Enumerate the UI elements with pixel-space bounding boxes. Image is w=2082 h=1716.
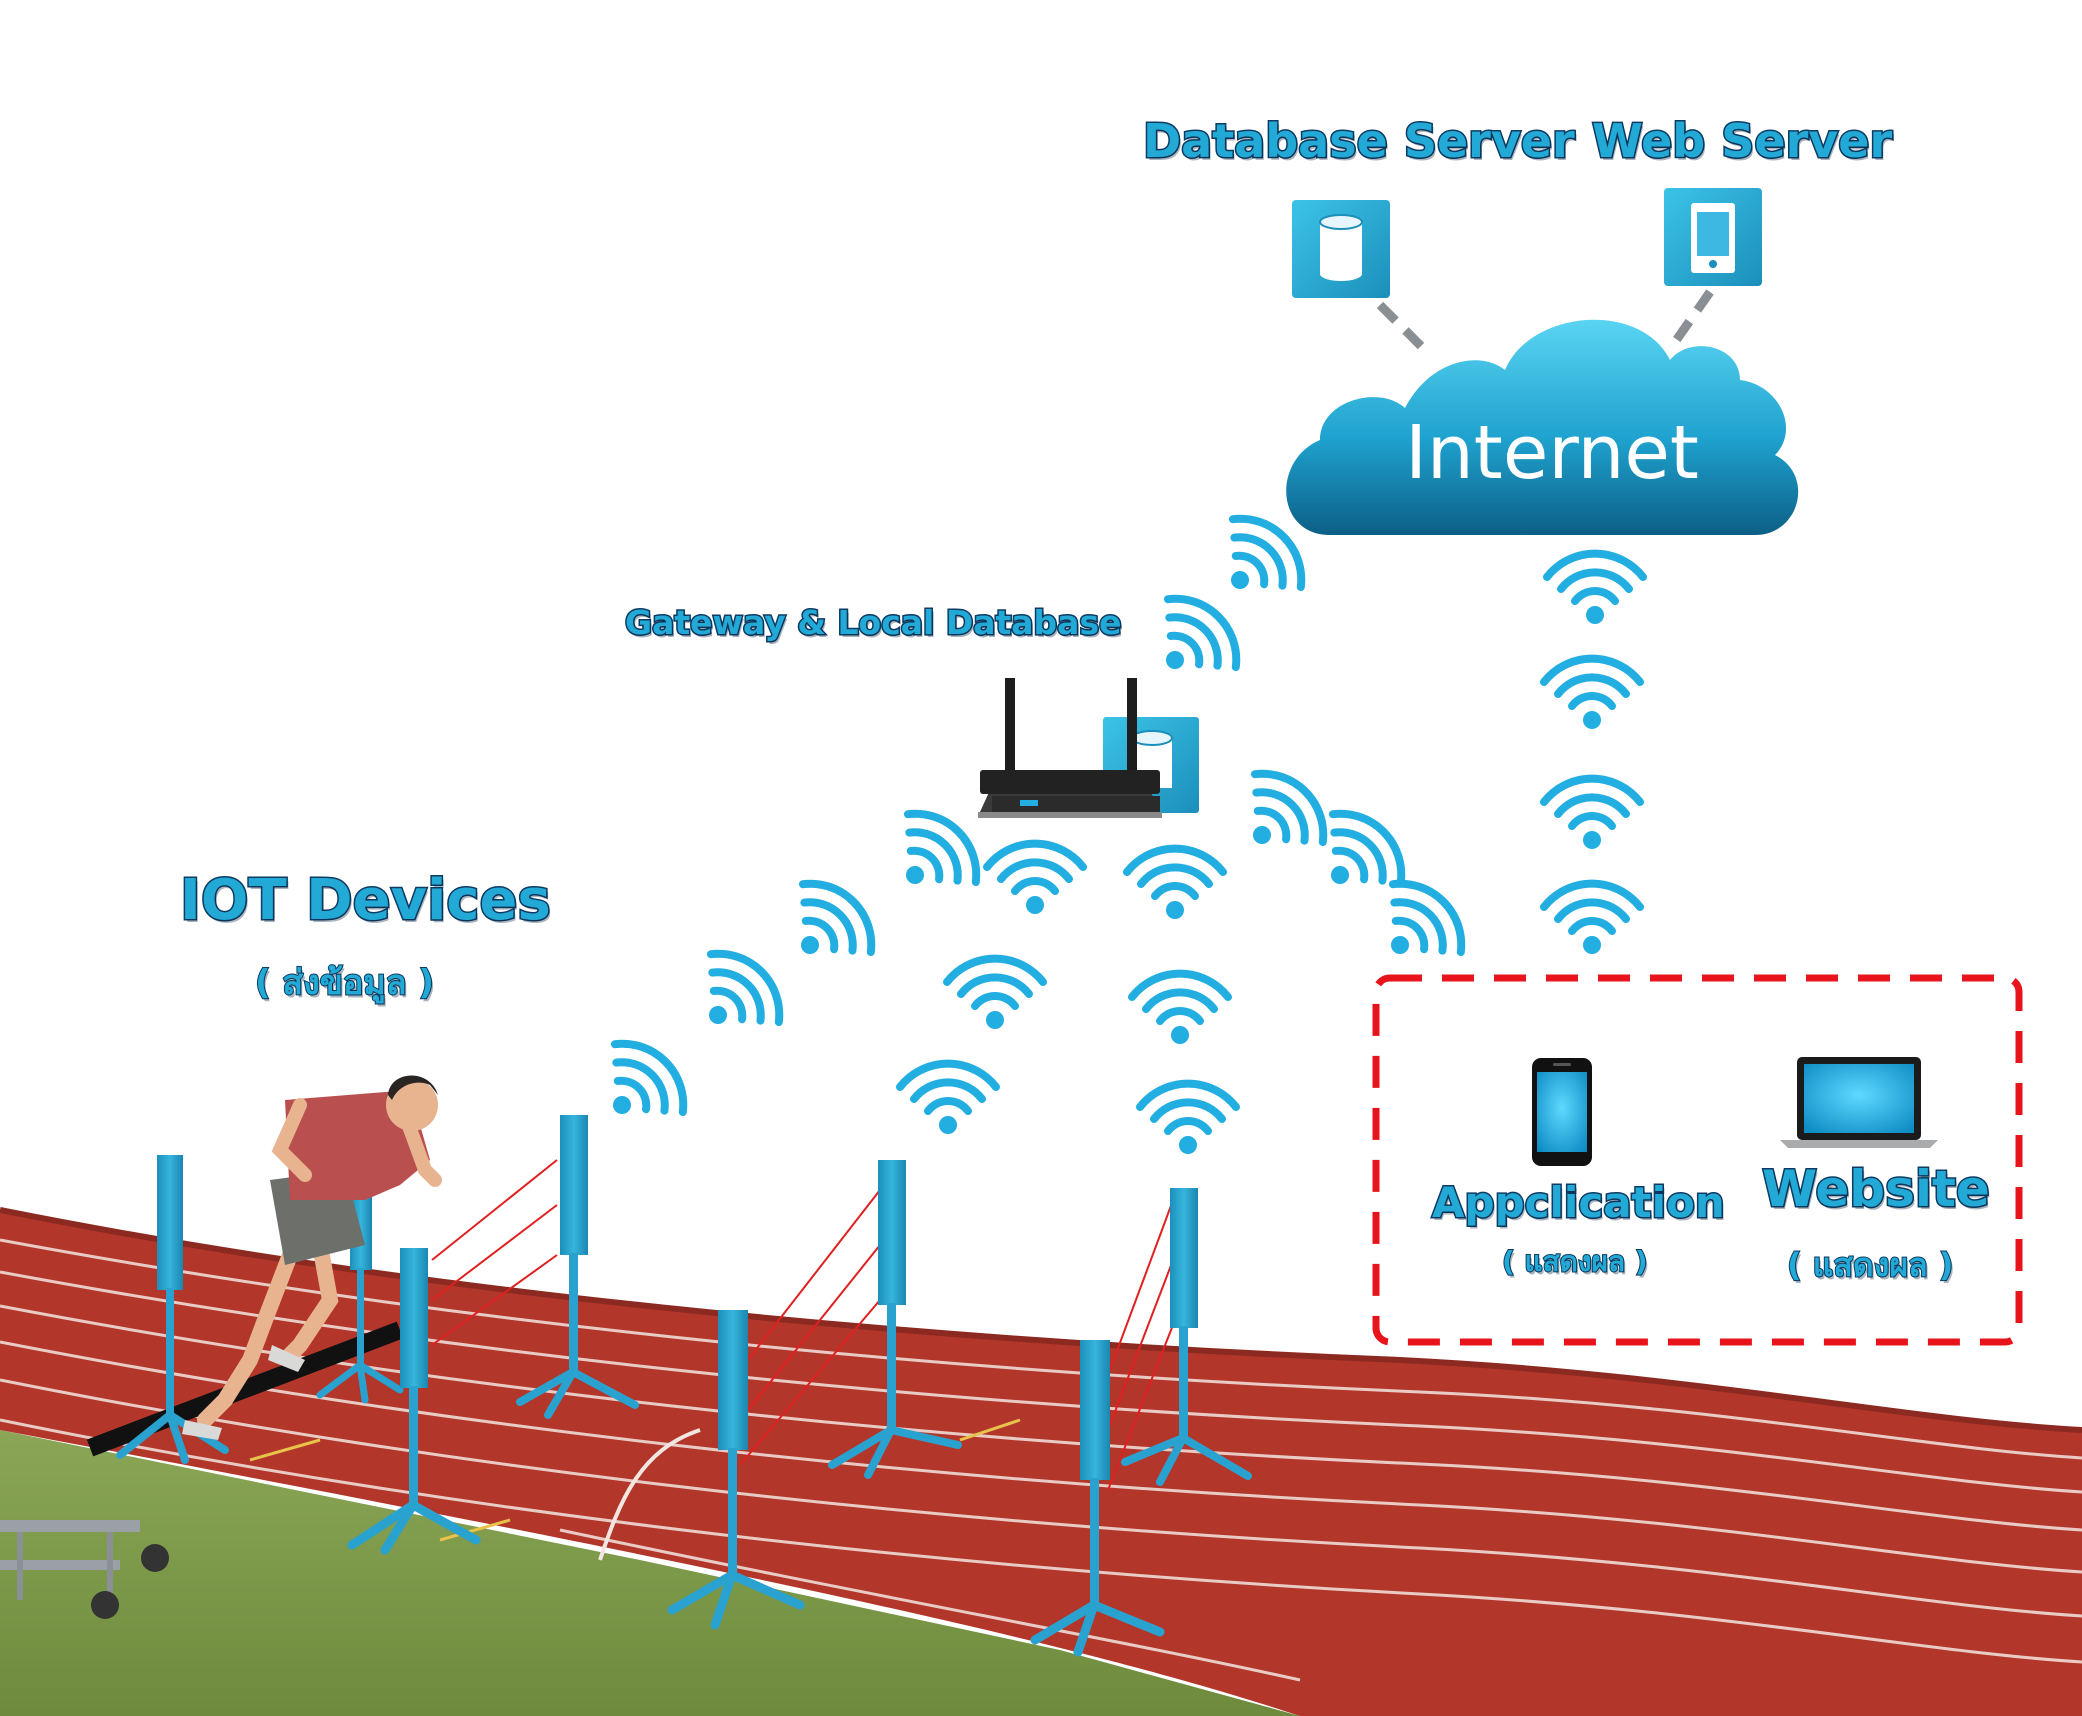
wifi-icon [1544, 659, 1640, 729]
application-sublabel: ( แสดงผล ) [1501, 1244, 1649, 1279]
wifi-icon [1360, 868, 1478, 986]
track-markings [249, 1418, 1021, 1542]
wifi-icon [875, 798, 993, 916]
equipment-trolley [0, 1520, 169, 1619]
web-server-label: Web Server [1590, 113, 1893, 170]
website-sublabel: ( แสดงผล ) [1786, 1245, 1954, 1285]
sensor-pole [1121, 1188, 1252, 1486]
wifi-icon [678, 938, 796, 1056]
sensor-pole [347, 1248, 481, 1555]
iot-devices-sublabel: ( ส่งข้อมูล ) [254, 962, 435, 1004]
wifi-icon [1127, 849, 1223, 919]
server-icon [1691, 203, 1735, 273]
database-server-tile [1292, 200, 1390, 298]
wifi-icon [1544, 779, 1640, 849]
wifi-icon [1132, 974, 1228, 1044]
server-connectors [1376, 289, 1714, 354]
sensor-pole [828, 1160, 962, 1479]
wifi-icon [1222, 758, 1340, 876]
sensor-pole [1030, 1340, 1165, 1657]
grass [0, 1430, 1300, 1716]
ground [0, 1207, 2082, 1716]
wifi-icon [900, 1064, 996, 1134]
cloud-icon [1286, 319, 1799, 535]
gateway-router [978, 678, 1199, 818]
application-label: Appclication [1431, 1177, 1727, 1229]
wifi-icon [1135, 583, 1253, 701]
laser-beams [431, 1159, 1176, 1491]
runner-figure [182, 1075, 442, 1440]
website-label: Website [1761, 1159, 1992, 1220]
running-track [0, 1210, 2082, 1716]
wifi-icon [1140, 1084, 1236, 1154]
laptop-icon [1780, 1057, 1938, 1148]
gateway-label: Gateway & Local Database [623, 602, 1122, 644]
start-line [86, 1321, 404, 1457]
smartphone-icon [1532, 1058, 1592, 1166]
display-devices-box [1372, 974, 2023, 1346]
iot-devices-label: IOT Devices [179, 867, 553, 935]
database-server-label: Database Server [1142, 113, 1577, 170]
web-server-tile [1664, 188, 1762, 286]
internet-cloud: Internet [1286, 319, 1799, 535]
wifi-icon [770, 868, 888, 986]
sensor-pole [516, 1115, 639, 1419]
wifi-icon [1547, 554, 1643, 624]
router-icon [978, 678, 1162, 818]
wifi-signals [582, 503, 1643, 1154]
internet-label: Internet [1405, 410, 1699, 496]
wifi-icon [582, 1028, 700, 1146]
sensor-pole [667, 1310, 805, 1630]
wifi-icon [947, 959, 1043, 1029]
wifi-icon [987, 844, 1083, 914]
database-icon [1319, 214, 1363, 281]
wifi-icon [1544, 884, 1640, 954]
